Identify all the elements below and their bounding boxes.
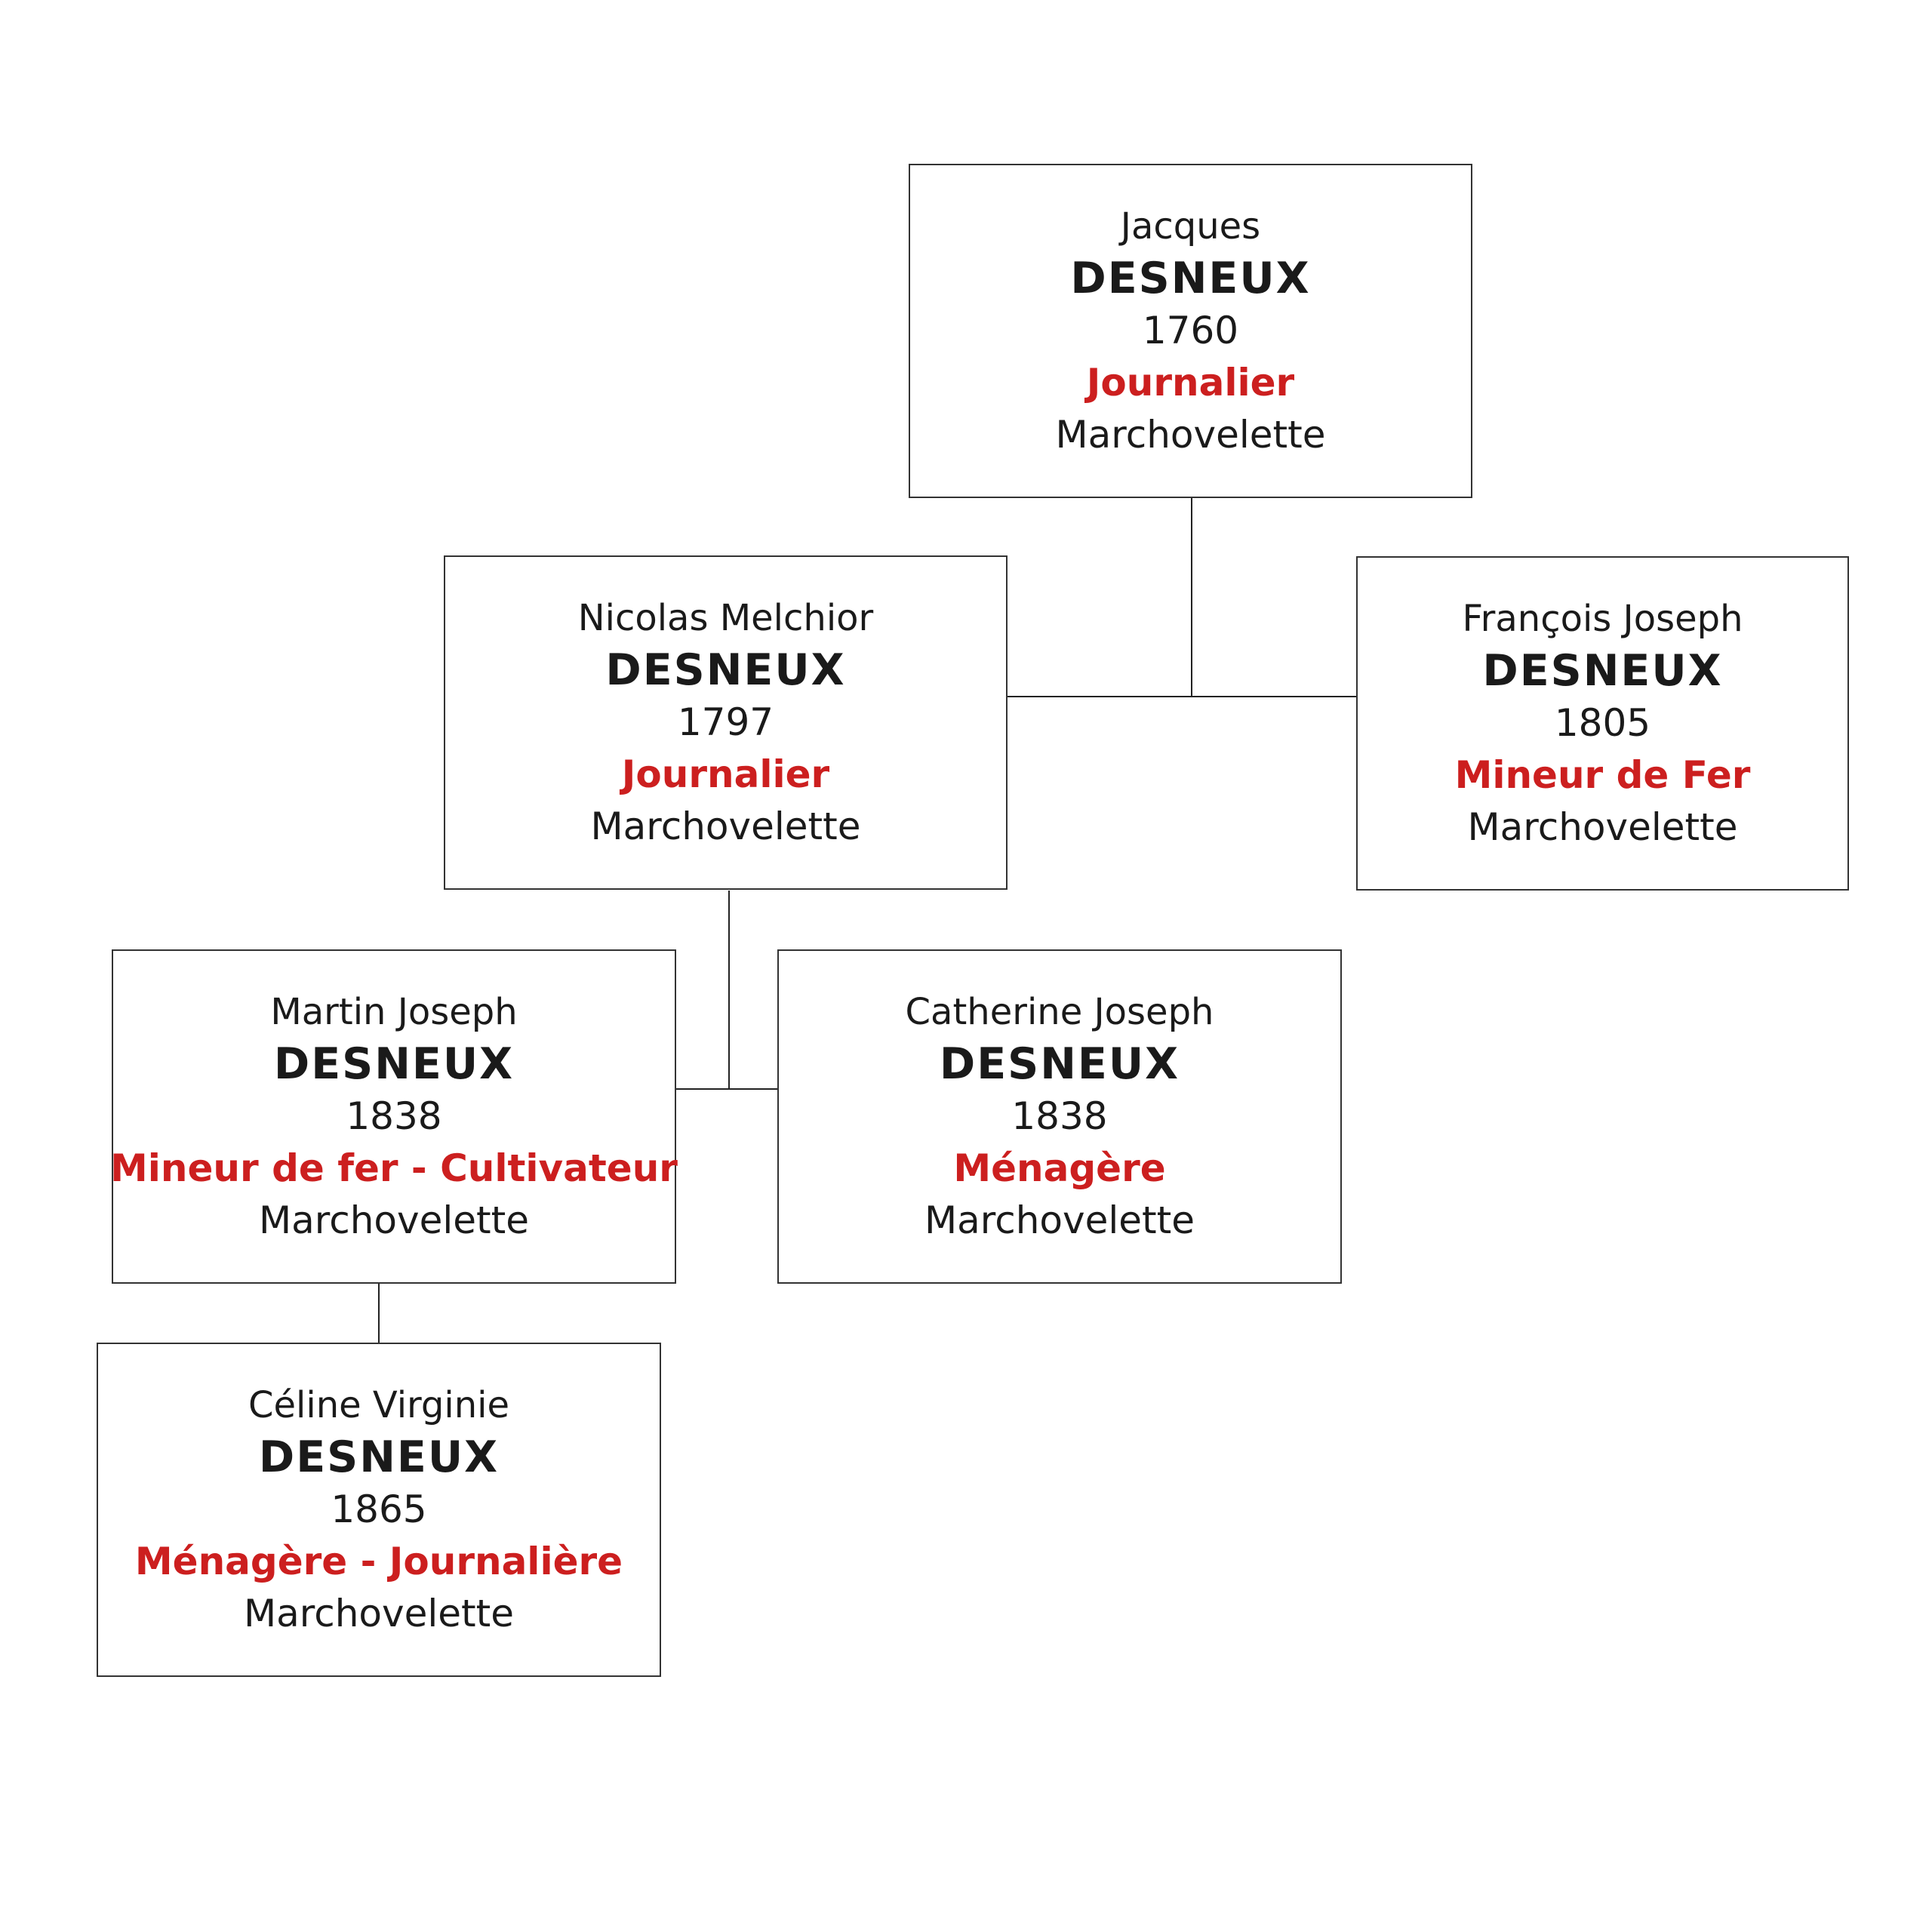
given-name: Céline Virginie <box>248 1384 510 1426</box>
surname: DESNEUX <box>1482 646 1723 696</box>
occupation: Ménagère - Journalière <box>134 1540 623 1583</box>
person-card-martin: Martin Joseph DESNEUX 1838 Mineur de fer… <box>110 949 678 1284</box>
connector-jacques-down <box>1191 498 1192 697</box>
place: Marchovelette <box>244 1592 514 1635</box>
person-card-celine: Céline Virginie DESNEUX 1865 Ménagère - … <box>97 1343 661 1677</box>
place: Marchovelette <box>259 1198 529 1242</box>
occupation: Journalier <box>621 752 830 796</box>
connector-nicolas-francois <box>1007 696 1357 697</box>
birth-year: 1797 <box>677 700 774 744</box>
birth-year: 1838 <box>1011 1094 1108 1138</box>
given-name: Jacques <box>1120 205 1261 248</box>
occupation: Journalier <box>1086 361 1295 405</box>
place: Marchovelette <box>1055 413 1326 457</box>
connector-nicolas-down <box>728 891 730 1090</box>
birth-year: 1838 <box>346 1094 442 1138</box>
surname: DESNEUX <box>273 1039 515 1089</box>
surname: DESNEUX <box>605 645 846 695</box>
place: Marchovelette <box>924 1198 1195 1242</box>
given-name: François Joseph <box>1462 598 1743 640</box>
surname: DESNEUX <box>258 1432 500 1482</box>
occupation: Ménagère <box>953 1146 1166 1190</box>
person-card-nicolas: Nicolas Melchior DESNEUX 1797 Journalier… <box>444 555 1008 890</box>
given-name: Martin Joseph <box>270 991 518 1033</box>
occupation: Mineur de fer - Cultivateur <box>110 1146 678 1190</box>
given-name: Catherine Joseph <box>905 991 1214 1033</box>
surname: DESNEUX <box>939 1039 1180 1089</box>
given-name: Nicolas Melchior <box>577 597 874 639</box>
occupation: Mineur de Fer <box>1454 753 1751 797</box>
birth-year: 1760 <box>1142 309 1239 352</box>
place: Marchovelette <box>1467 805 1738 849</box>
connector-martin-celine <box>378 1283 380 1343</box>
person-card-francois: François Joseph DESNEUX 1805 Mineur de F… <box>1356 556 1849 891</box>
connector-martin-catherine <box>675 1088 777 1090</box>
person-card-catherine: Catherine Joseph DESNEUX 1838 Ménagère M… <box>777 949 1342 1284</box>
birth-year: 1865 <box>331 1487 427 1531</box>
place: Marchovelette <box>590 804 861 848</box>
person-card-jacques: Jacques DESNEUX 1760 Journalier Marchove… <box>909 164 1472 498</box>
birth-year: 1805 <box>1554 701 1651 745</box>
surname: DESNEUX <box>1070 254 1311 303</box>
